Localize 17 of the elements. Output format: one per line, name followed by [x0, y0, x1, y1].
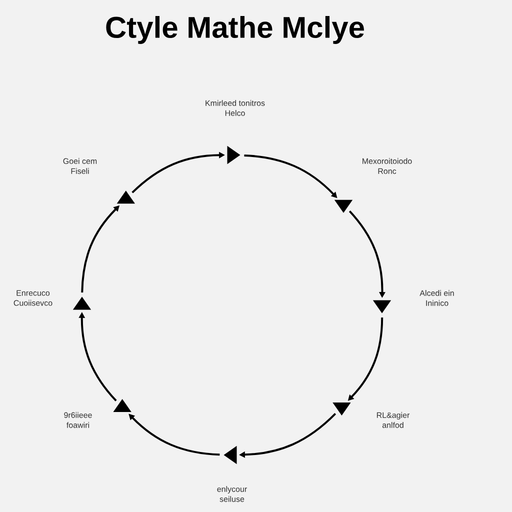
stage-label: Kmirleed tonitros Helco	[206, 100, 265, 116]
triangle-marker	[113, 399, 132, 412]
stage-label: 9r6iieee foawiri	[64, 412, 92, 428]
triangle-marker	[332, 402, 351, 416]
triangle-marker	[116, 190, 135, 204]
stage-label: enlycour seiluse	[217, 486, 247, 502]
stage-label: Goei cem Fiseli	[63, 158, 97, 174]
triangle-marker	[224, 446, 237, 464]
stage-label: RL&agier anlfod	[376, 412, 410, 428]
triangle-marker	[227, 146, 240, 164]
stage-label: Alcedi ein Ininico	[420, 290, 454, 306]
stage-label: Mexoroitoiodo Ronc	[362, 158, 412, 174]
triangle-marker	[334, 200, 353, 213]
title: Ctyle Mathe Mclye	[106, 16, 364, 44]
triangle-marker	[72, 296, 92, 310]
triangle-marker	[372, 300, 392, 314]
stage-label: Enrecuco Cuoiisevco	[14, 290, 52, 306]
